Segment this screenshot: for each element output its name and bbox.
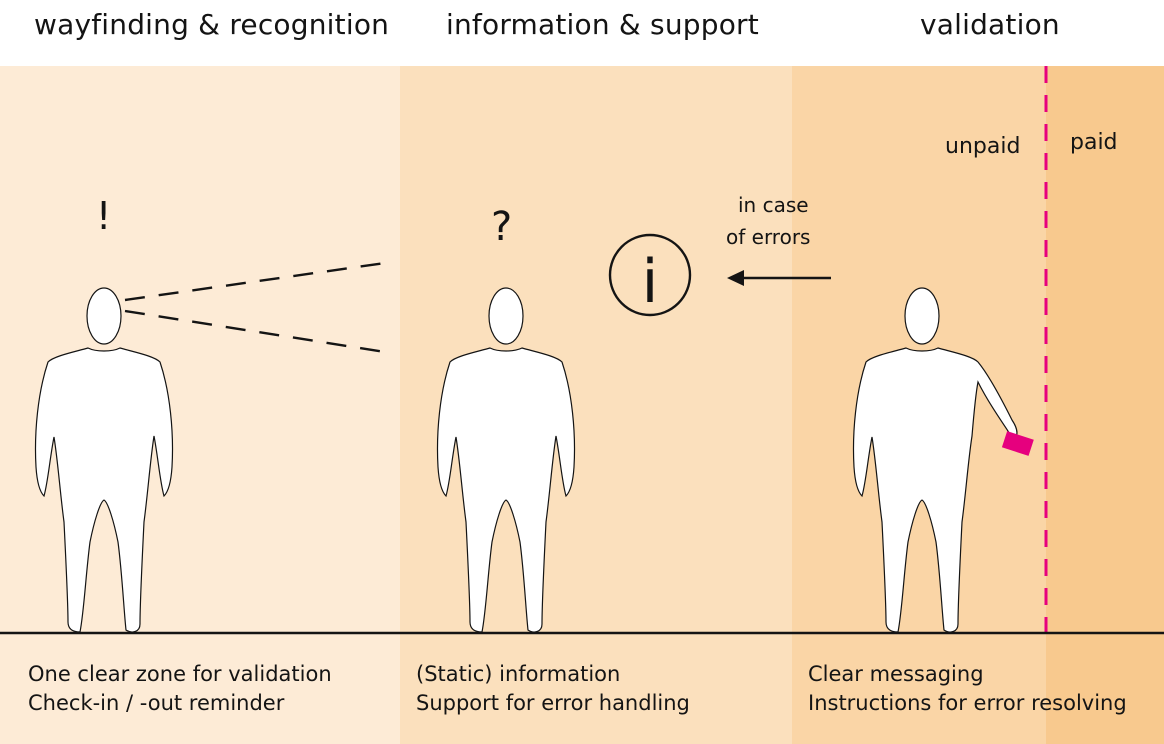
zone-title-wayfinding: wayfinding & recognition <box>34 8 390 41</box>
error-note-line-1: in case <box>738 193 809 217</box>
person-validation <box>852 287 1018 633</box>
info-icon-glyph: i <box>642 247 659 317</box>
sight-line-lower <box>124 309 386 354</box>
question-marker: ? <box>491 204 513 250</box>
arrow-head-icon <box>727 270 744 286</box>
paid-label: paid <box>1070 130 1118 155</box>
zone-title-information: information & support <box>446 8 759 41</box>
person-wayfinding <box>34 287 174 633</box>
caption-line: (Static) information <box>416 662 621 686</box>
info-icon <box>608 233 692 317</box>
error-note-line-2: of errors <box>726 225 811 249</box>
caption-line: One clear zone for validation <box>28 662 332 686</box>
caption-line: Clear messaging <box>808 662 984 686</box>
caption-line: Check-in / -out reminder <box>28 691 285 715</box>
caption-line: Instructions for error resolving <box>808 691 1127 715</box>
person-information <box>436 287 576 633</box>
caption-line: Support for error handling <box>416 691 690 715</box>
payment-card <box>1001 431 1034 456</box>
caption-information: (Static) information Support for error h… <box>416 660 690 718</box>
caption-validation: Clear messaging Instructions for error r… <box>808 660 1127 718</box>
sight-line-upper <box>124 261 386 302</box>
zone-title-validation: validation <box>920 8 1060 41</box>
unpaid-label: unpaid <box>945 134 1021 159</box>
caption-wayfinding: One clear zone for validation Check-in /… <box>28 660 332 718</box>
zone-paid-bg <box>1046 66 1164 744</box>
alert-marker: ! <box>96 194 112 238</box>
